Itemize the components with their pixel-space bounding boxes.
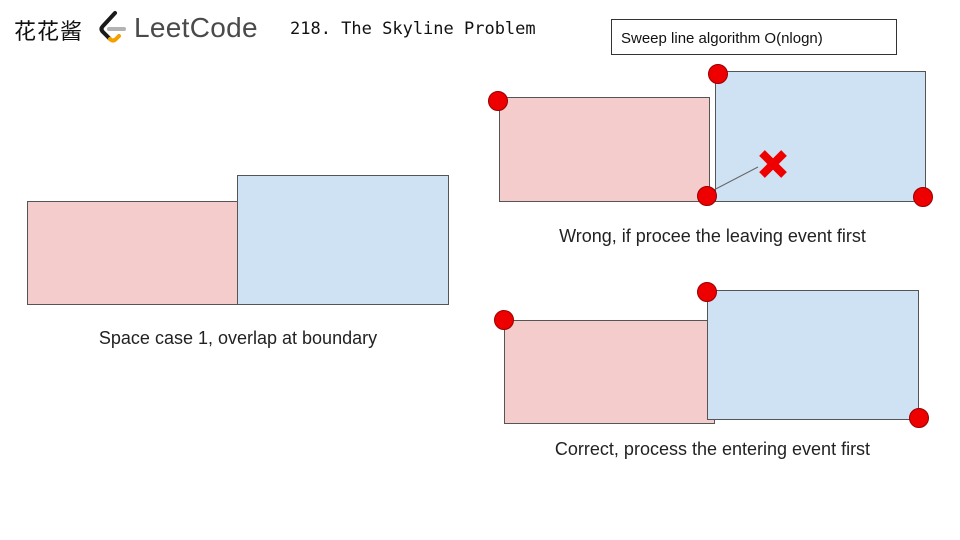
correct-caption: Correct, process the entering event firs… (554, 439, 871, 459)
wrong-event-point-left-end (697, 186, 717, 206)
wrong-left-building (499, 97, 710, 202)
case1-caption: Space case 1, overlap at boundary (98, 328, 378, 348)
wrong-event-point-left-start (488, 91, 508, 111)
algorithm-label-box: Sweep line algorithm O(nlogn) (611, 19, 897, 55)
leetcode-logo-icon (99, 11, 126, 43)
wrong-right-building (715, 71, 926, 202)
wrong-caption: Wrong, if procee the leaving event first (559, 226, 866, 246)
correct-right-building (707, 290, 919, 420)
wrong-event-point-right-start (708, 64, 728, 84)
case1-right-building (237, 175, 449, 305)
correct-event-point-left-start (494, 310, 514, 330)
red-cross-icon (759, 150, 787, 178)
wrong-event-point-right-end (913, 187, 933, 207)
wrong-pointer-line (707, 166, 759, 194)
correct-event-point-right-end (909, 408, 929, 428)
brand-name: LeetCode (134, 12, 258, 43)
correct-event-point-right-start (697, 282, 717, 302)
brand-chinese-name: 花花酱 (14, 20, 84, 45)
correct-left-building (504, 320, 715, 424)
problem-title: 218. The Skyline Problem (290, 19, 536, 39)
case1-left-building (27, 201, 238, 305)
